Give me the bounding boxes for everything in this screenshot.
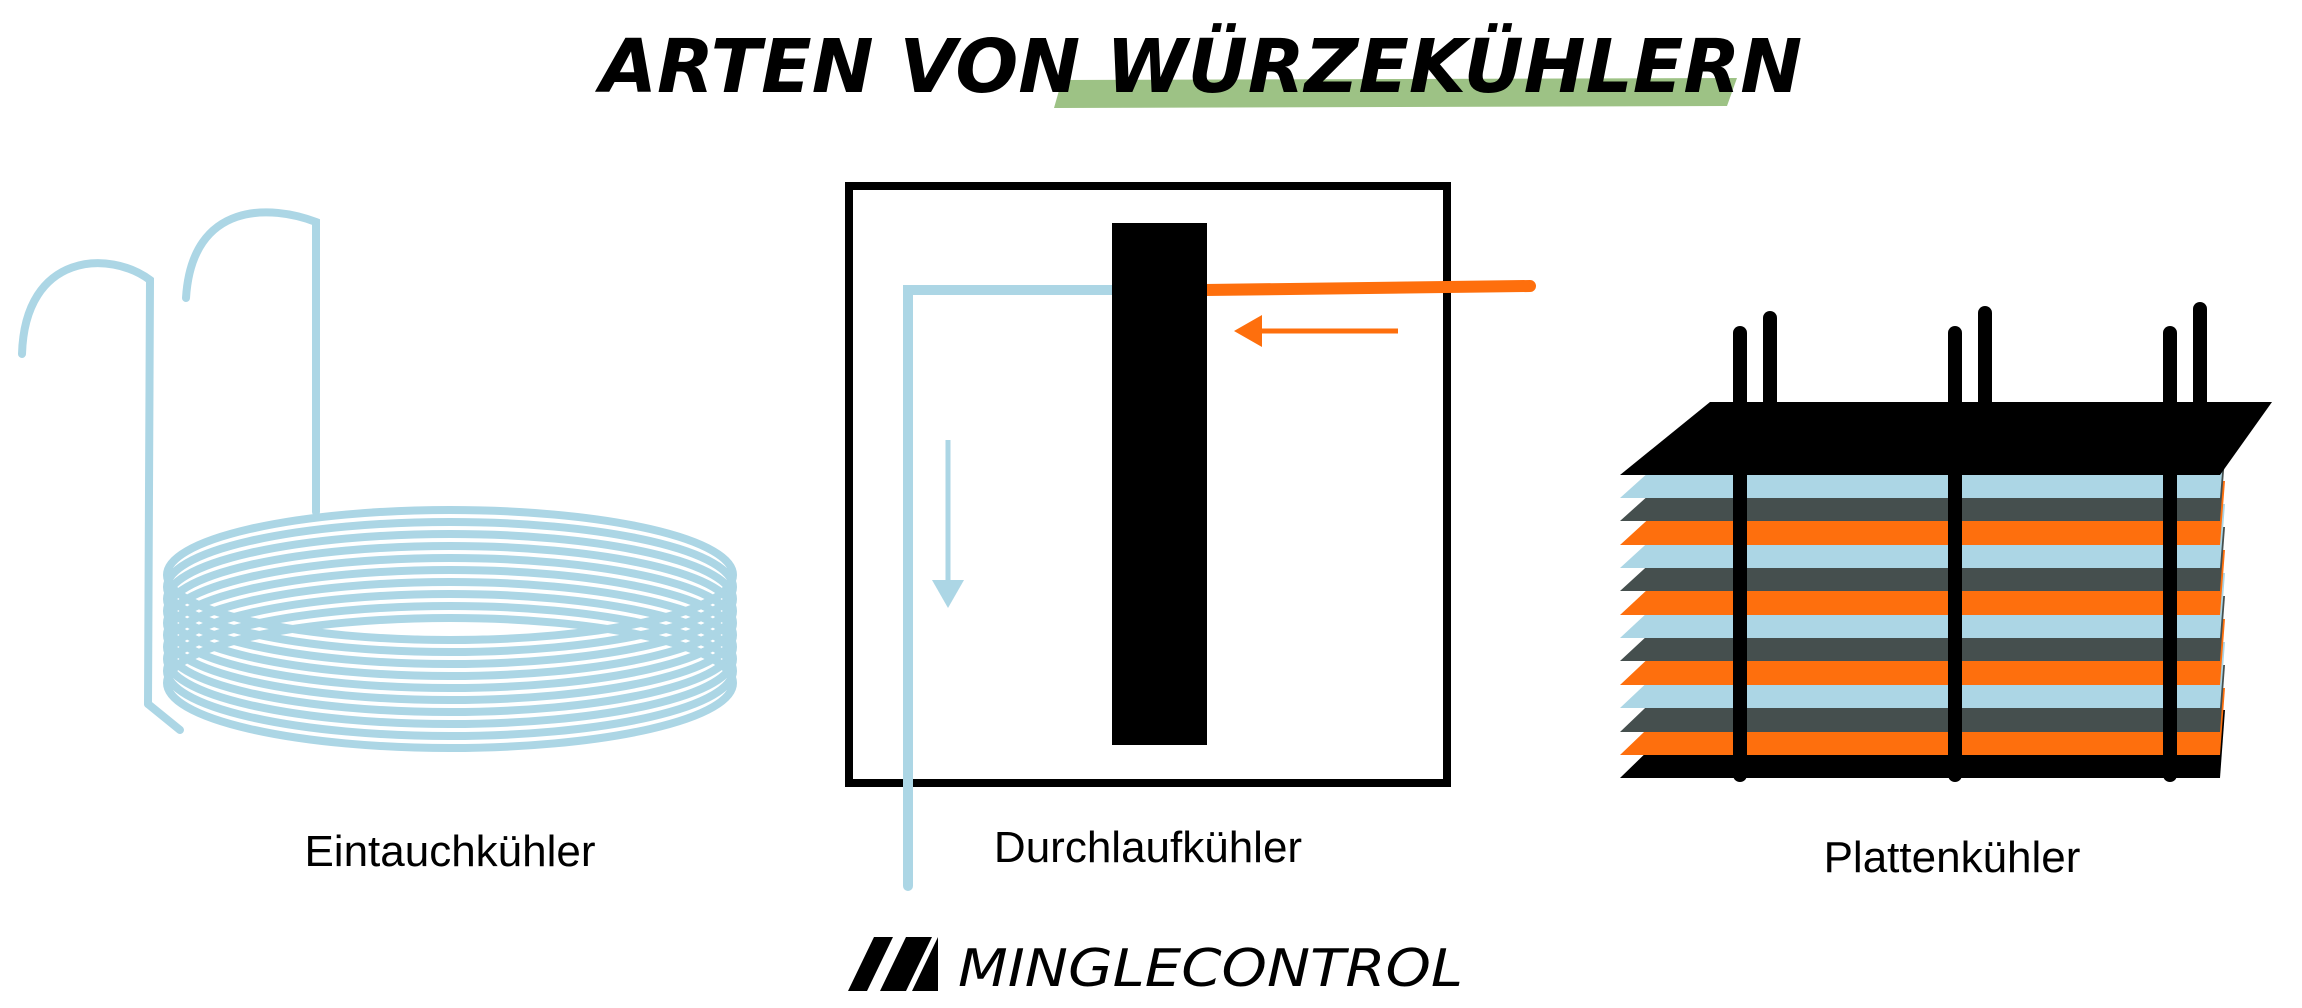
brand: MINGLECONTROL	[848, 937, 1463, 999]
hot-wort-line	[1199, 280, 1536, 296]
chiller-housing	[845, 182, 1451, 787]
immersion-chiller-icon	[18, 208, 737, 752]
coil-windings	[163, 506, 737, 752]
title-part-2: WÜRZEKÜHLERN	[1106, 22, 1802, 110]
cold-flow-arrow-icon	[932, 440, 964, 608]
title-part-1: ARTEN VON	[595, 24, 1106, 110]
immersion-chiller-label: Eintauchkühler	[304, 827, 595, 876]
plate-chiller-label: Plattenkühler	[1824, 833, 2081, 882]
counterflow-chiller-icon	[845, 182, 1536, 891]
chiller-core	[1112, 223, 1207, 745]
tie-rods	[1733, 302, 2207, 782]
counterflow-chiller-label: Durchlaufkühler	[994, 823, 1302, 872]
brand-name: MINGLECONTROL	[958, 939, 1463, 999]
page-title: ARTEN VON WÜRZEKÜHLERN	[595, 22, 1802, 110]
cold-water-line	[903, 285, 1117, 891]
hot-flow-arrow-icon	[1234, 315, 1398, 347]
title: ARTEN VON WÜRZEKÜHLERN	[595, 22, 1802, 110]
plate-top	[1620, 402, 2272, 475]
title-highlight-bar	[1054, 78, 1737, 108]
mingle-m-logo-icon	[848, 937, 938, 991]
plate-chiller-icon	[1620, 302, 2272, 782]
